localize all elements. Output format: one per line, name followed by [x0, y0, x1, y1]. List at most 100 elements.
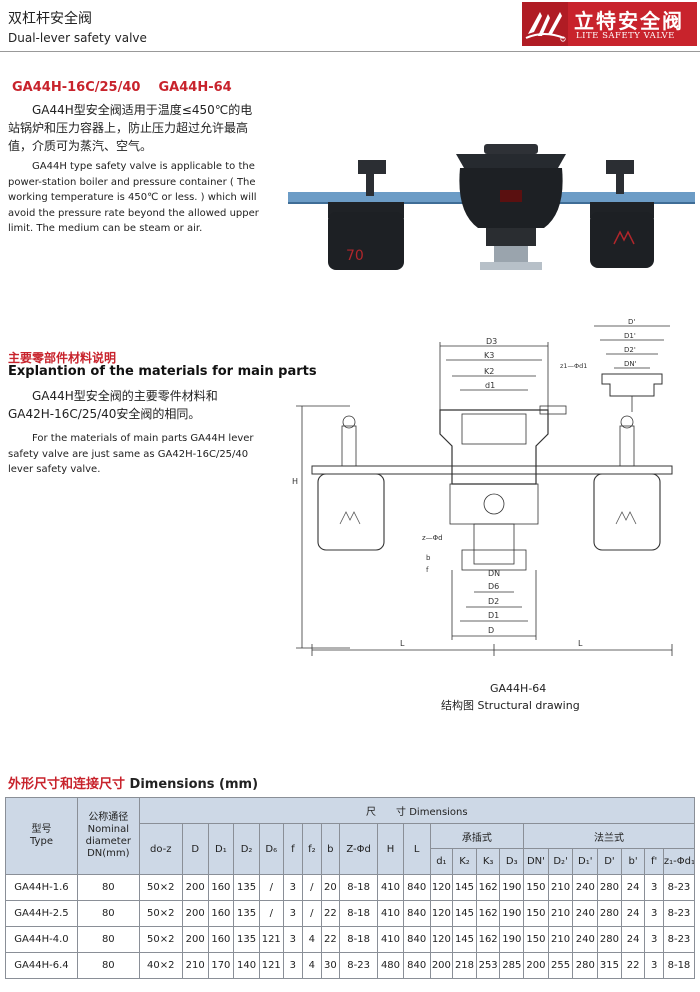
- table-cell: /: [302, 874, 322, 901]
- right-weight: [590, 212, 654, 268]
- table-cell: 8-18: [339, 926, 379, 953]
- col-header: L: [402, 823, 431, 875]
- table-cell: 190: [499, 900, 525, 927]
- table-cell: 24: [620, 926, 646, 953]
- header-socket: 承插式: [429, 823, 525, 849]
- cell-type: GA44H-4.0: [5, 926, 78, 953]
- table-cell: 410: [377, 900, 404, 927]
- table-cell: 121: [258, 952, 284, 979]
- table-cell: /: [258, 900, 284, 927]
- cell-dn: 80: [76, 874, 140, 901]
- label-z1d1: z1—Φd1: [560, 362, 587, 370]
- table-cell: 3: [282, 900, 304, 927]
- model-title: GA44H-16C/25/40 GA44H-64: [12, 80, 232, 95]
- cell-dn: 80: [76, 926, 140, 953]
- header-flange: 法兰式: [523, 823, 695, 849]
- table-cell: 840: [402, 926, 431, 953]
- col-header: D₆: [258, 823, 284, 875]
- table-cell: 162: [475, 874, 501, 901]
- table-cell: 280: [597, 926, 622, 953]
- table-cell: 8-23: [339, 952, 379, 979]
- page-title-cn: 双杠杆安全阀: [8, 11, 92, 27]
- table-cell: 20: [320, 874, 341, 901]
- label-zd: z—Φd: [422, 534, 443, 542]
- table-cell: 160: [207, 874, 235, 901]
- intro-text-en: GA44H type safety valve is applicable to…: [8, 161, 259, 234]
- materials-heading-en: Explantion of the materials for main par…: [8, 364, 317, 379]
- table-cell: 200: [181, 900, 209, 927]
- table-cell: 280: [597, 900, 622, 927]
- table-cell: 840: [402, 900, 431, 927]
- table-cell: 160: [207, 926, 235, 953]
- table-cell: 4: [302, 926, 322, 953]
- table-cell: 840: [402, 952, 431, 979]
- table-cell: 150: [523, 926, 549, 953]
- table-cell: 240: [572, 900, 599, 927]
- col-header: z₁-Φd₁: [662, 848, 696, 875]
- table-cell: 4: [302, 952, 322, 979]
- page-title-en: Dual-lever safety valve: [8, 31, 147, 45]
- cell-dn: 80: [76, 952, 140, 979]
- table-cell: 145: [452, 900, 477, 927]
- header-dn-en: Nominal diameter DN(mm): [85, 824, 131, 859]
- col-header: D₃: [499, 848, 525, 875]
- label-d1: d1: [485, 381, 495, 390]
- col-header: D': [597, 848, 622, 875]
- table-cell: 120: [429, 874, 454, 901]
- table-cell: 150: [523, 874, 549, 901]
- label-D3: D3: [486, 337, 497, 346]
- cell-type: GA44H-6.4: [5, 952, 78, 979]
- table-cell: 3: [644, 952, 664, 979]
- label-K3: K3: [484, 351, 494, 360]
- table-cell: 480: [377, 952, 404, 979]
- weight-logo-icon: [613, 230, 635, 245]
- table-cell: /: [258, 874, 284, 901]
- table-cell: 8-23: [662, 874, 696, 901]
- table-cell: 3: [282, 926, 304, 953]
- table-cell: 190: [499, 926, 525, 953]
- table-cell: 135: [233, 926, 260, 953]
- table-cell: 162: [475, 926, 501, 953]
- label-D2: D2: [488, 597, 499, 606]
- table-cell: 210: [547, 900, 574, 927]
- col-header: D₂': [547, 848, 574, 875]
- label-DN: DN: [488, 569, 500, 578]
- col-header: D₁': [572, 848, 599, 875]
- table-cell: 120: [429, 926, 454, 953]
- table-cell: 8-23: [662, 926, 696, 953]
- table-cell: 50×2: [138, 926, 183, 953]
- table-cell: 22: [320, 900, 341, 927]
- table-cell: 22: [320, 926, 341, 953]
- table-cell: 22: [620, 952, 646, 979]
- table-cell: 8-18: [662, 952, 696, 979]
- dimensions-title-cn: 外形尺寸和连接尺寸: [8, 777, 126, 792]
- structural-drawing: H D3 K3 K2 d1 DN D6 D2 D1 D z—Φd b f L L…: [292, 318, 673, 656]
- col-header: f: [282, 823, 304, 875]
- table-cell: 135: [233, 900, 260, 927]
- table-cell: 8-18: [339, 900, 379, 927]
- label-K2: K2: [484, 367, 494, 376]
- cell-dn: 80: [76, 900, 140, 927]
- label-D: D: [488, 626, 494, 635]
- label-L-left: L: [400, 639, 405, 648]
- table-cell: 200: [181, 926, 209, 953]
- cell-type: GA44H-1.6: [5, 874, 78, 901]
- table-cell: 8-18: [339, 874, 379, 901]
- col-header: f': [644, 848, 664, 875]
- col-header: do-z: [138, 823, 183, 875]
- label-b: b: [426, 554, 431, 562]
- logo-text-cn: 立特安全阀: [574, 9, 684, 33]
- col-header: K₂: [452, 848, 477, 875]
- col-header: Z-Φd: [339, 823, 379, 875]
- table-cell: 160: [207, 900, 235, 927]
- col-header: H: [377, 823, 404, 875]
- table-cell: 30: [320, 952, 341, 979]
- label-H: H: [292, 477, 298, 486]
- materials-text-cn: GA44H型安全阀的主要零件材料和GA42H-16C/25/40安全阀的相同。: [8, 389, 218, 421]
- lite-logo-icon: [522, 2, 568, 46]
- cell-type: GA44H-2.5: [5, 900, 78, 927]
